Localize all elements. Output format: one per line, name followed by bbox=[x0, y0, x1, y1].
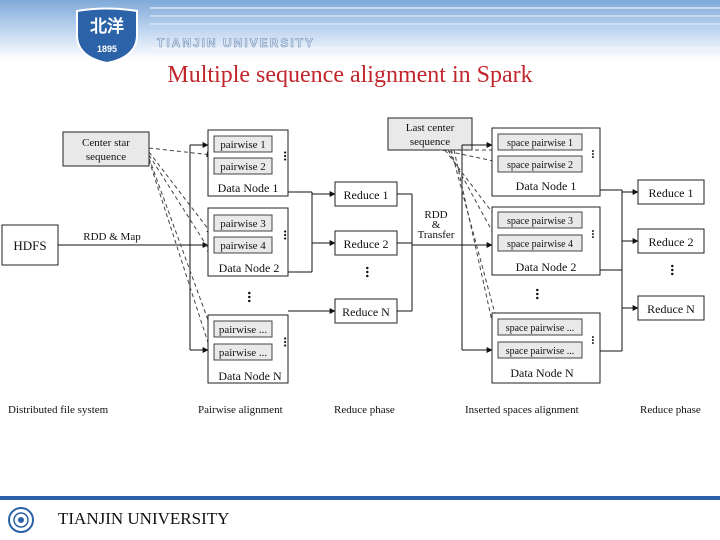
header-university-name: TIANJIN UNIVERSITY bbox=[157, 36, 316, 51]
hdfs-box bbox=[1, 224, 59, 266]
space-pairwise-label: space pairwise 2 bbox=[507, 160, 573, 171]
node2-n-group: space pairwise ... space pairwise ... Da… bbox=[491, 312, 603, 384]
rdd-transfer-line2: & bbox=[432, 219, 441, 231]
reduce-2-box bbox=[637, 228, 705, 254]
reduce-label: Reduce 2 bbox=[649, 235, 694, 249]
rdd-transfer-line3: Transfer bbox=[418, 229, 455, 241]
reduce-ellipsis: ... bbox=[362, 266, 379, 278]
phase-caption: Reduce phase bbox=[334, 404, 395, 416]
node-ellipsis: ... bbox=[280, 230, 295, 241]
space-pairwise-box bbox=[497, 341, 583, 359]
reduce-2-box bbox=[334, 230, 398, 256]
slide-title: Multiple sequence alignment in Spark bbox=[167, 62, 533, 88]
node1-group: pairwise 1 pairwise 2 Data Node 1 ... bbox=[207, 129, 295, 197]
space-pairwise-label: space pairwise 4 bbox=[507, 239, 573, 250]
last-center-line2: sequence bbox=[410, 136, 450, 148]
space-pairwise-box bbox=[497, 155, 583, 173]
node-ellipsis: ... bbox=[589, 150, 603, 159]
node2-group: pairwise 3 pairwise 4 Data Node 2 ... bbox=[207, 207, 295, 277]
pairwise-label: pairwise ... bbox=[219, 347, 268, 359]
node-ellipsis: ... bbox=[589, 230, 603, 239]
seal-text: 北洋 bbox=[90, 16, 124, 37]
pairwise-label: pairwise 4 bbox=[220, 240, 266, 252]
spark-msa-diagram: HDFS Center star sequence RDD & Map pair… bbox=[1, 117, 705, 416]
pairwise-box bbox=[213, 135, 273, 153]
data-node-label: Data Node N bbox=[218, 369, 282, 383]
last-center-box bbox=[387, 117, 473, 151]
node2-2-group: space pairwise 3 space pairwise 4 Data N… bbox=[491, 206, 603, 276]
pairwise-box bbox=[213, 214, 273, 232]
pairwise-label: pairwise 2 bbox=[220, 161, 266, 173]
nodes-ellipsis: ... bbox=[532, 288, 549, 300]
pairwise-label: pairwise 3 bbox=[220, 218, 266, 230]
data-node-label: Data Node 2 bbox=[219, 261, 280, 275]
footer-university-name: TIANJIN UNIVERSITY bbox=[58, 509, 230, 528]
reduce-label: Reduce 1 bbox=[649, 186, 694, 200]
nodeN-group: pairwise ... pairwise ... Data Node N ..… bbox=[207, 314, 295, 384]
reduce-n-box bbox=[334, 298, 398, 324]
center-star-line1: Center star bbox=[82, 137, 130, 149]
pairwise-box bbox=[213, 157, 273, 175]
hdfs-label: HDFS bbox=[13, 238, 46, 253]
node-ellipsis: ... bbox=[589, 336, 603, 345]
header-stripes bbox=[150, 7, 720, 49]
space-pairwise-box bbox=[497, 133, 583, 151]
reduce-label: Reduce N bbox=[647, 302, 695, 316]
data-node-label: Data Node 1 bbox=[516, 179, 577, 193]
rdd-transfer-line1: RDD bbox=[424, 209, 447, 221]
pairwise-box bbox=[213, 236, 273, 254]
reduce-label: Reduce N bbox=[342, 305, 390, 319]
data-node-label: Data Node 1 bbox=[218, 181, 279, 195]
node-ellipsis: ... bbox=[280, 337, 295, 348]
reduce-label: Reduce 1 bbox=[344, 188, 389, 202]
phase-caption: Distributed file system bbox=[8, 404, 109, 416]
seal-year: 1895 bbox=[97, 44, 117, 54]
space-pairwise-box bbox=[497, 318, 583, 336]
pairwise-label: pairwise ... bbox=[219, 324, 268, 336]
reduce-ellipsis: ... bbox=[667, 264, 684, 276]
footer-rule bbox=[0, 496, 720, 500]
reduce-1-box bbox=[637, 179, 705, 205]
reduce-n-box bbox=[637, 295, 705, 321]
nodes-ellipsis: ... bbox=[244, 291, 261, 303]
phase-caption: Inserted spaces alignment bbox=[465, 404, 579, 416]
reduce-label: Reduce 2 bbox=[344, 237, 389, 251]
space-pairwise-label: space pairwise 1 bbox=[507, 138, 573, 149]
rdd-map-label: RDD & Map bbox=[83, 231, 141, 243]
data-node-label: Data Node N bbox=[510, 366, 574, 380]
space-pairwise-label: space pairwise ... bbox=[506, 323, 575, 334]
phase-caption: Pairwise alignment bbox=[198, 404, 283, 416]
center-star-line2: sequence bbox=[86, 151, 126, 163]
space-pairwise-box bbox=[497, 211, 583, 229]
node-ellipsis: ... bbox=[280, 151, 295, 162]
phase-caption: Reduce phase bbox=[640, 404, 701, 416]
space-pairwise-box bbox=[497, 234, 583, 252]
university-emblem-icon bbox=[8, 507, 34, 533]
data-node-label: Data Node 2 bbox=[516, 260, 577, 274]
last-center-line1: Last center bbox=[406, 122, 455, 134]
reduce-1-box bbox=[334, 181, 398, 207]
space-pairwise-label: space pairwise ... bbox=[506, 346, 575, 357]
node2-1-group: space pairwise 1 space pairwise 2 Data N… bbox=[491, 127, 603, 197]
space-pairwise-label: space pairwise 3 bbox=[507, 216, 573, 227]
pairwise-box bbox=[213, 343, 273, 361]
pairwise-label: pairwise 1 bbox=[220, 139, 266, 151]
center-star-box bbox=[62, 131, 150, 167]
pairwise-box bbox=[213, 320, 273, 338]
university-seal-icon: 北洋 1895 bbox=[76, 7, 138, 65]
